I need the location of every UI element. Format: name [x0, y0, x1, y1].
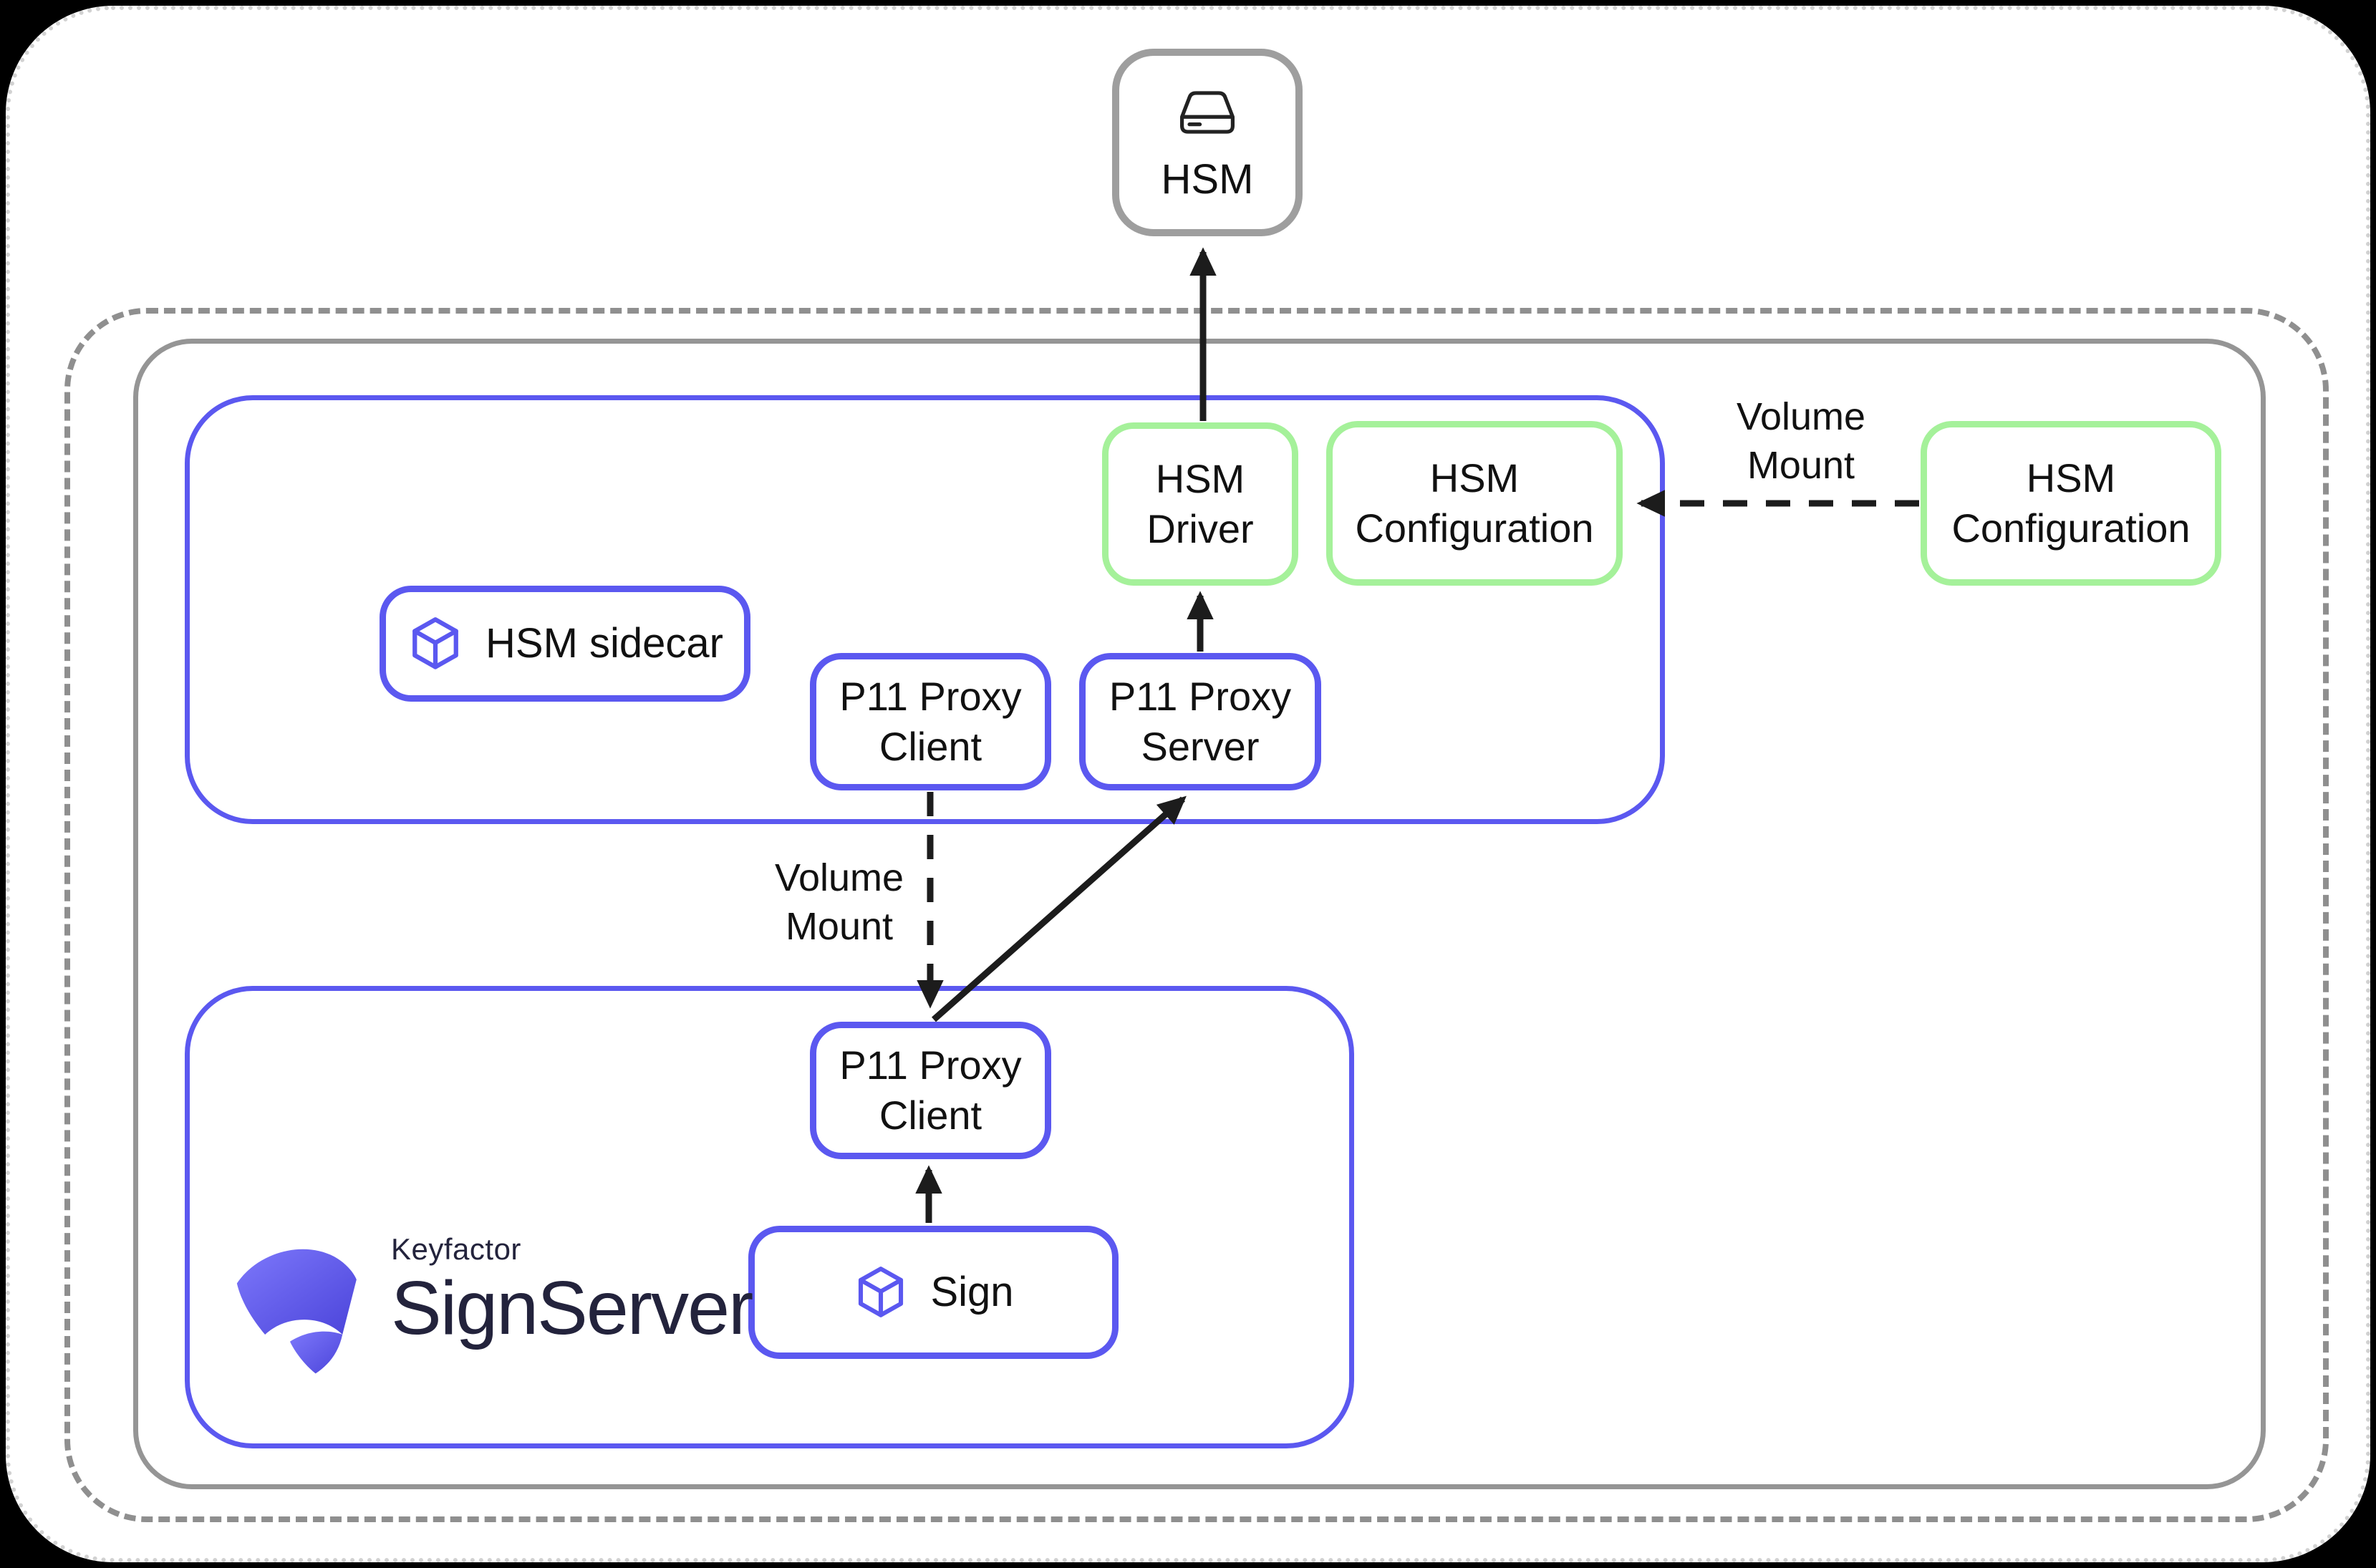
- volume-mount-label-client: Volume Mount: [774, 856, 904, 948]
- hsm-sidecar-label: HSM sidecar: [486, 620, 723, 667]
- hsm-node: HSM: [1112, 49, 1303, 236]
- p11-proxy-client-label: P11 Proxy Client: [839, 674, 1022, 769]
- hsm-configuration-label: HSM Configuration: [1355, 455, 1594, 551]
- hsm-node-label: HSM: [1161, 155, 1254, 203]
- logo-product: SignServer: [391, 1266, 753, 1350]
- keyfactor-logo-mark: [236, 1249, 357, 1374]
- hsm-sidecar-pod-container: [185, 395, 1665, 824]
- p11-proxy-server-box: P11 Proxy Server: [1079, 653, 1321, 790]
- cube-icon: [412, 617, 458, 669]
- hsm-configuration-box: HSM Configuration: [1326, 421, 1623, 586]
- hsm-configuration-external-box: HSM Configuration: [1921, 421, 2221, 586]
- p11-proxy-server-label: P11 Proxy Server: [1109, 674, 1292, 769]
- volume-mount-label-config: Volume Mount: [1736, 395, 1866, 487]
- keyfactor-signserver-logo: Keyfactor SignServer: [231, 1229, 753, 1376]
- hsm-sidecar-title-box: HSM sidecar: [380, 586, 750, 702]
- p11-proxy-client-label: P11 Proxy Client: [839, 1042, 1022, 1138]
- p11-proxy-client-box-signserver: P11 Proxy Client: [810, 1022, 1051, 1159]
- logo-company: Keyfactor: [391, 1232, 521, 1266]
- hsm-driver-box: HSM Driver: [1102, 422, 1298, 586]
- signserver-pod-container: [185, 986, 1354, 1448]
- hsm-configuration-external-label: HSM Configuration: [1951, 455, 2191, 551]
- hard-drive-icon: [1179, 90, 1235, 134]
- cluster-solid-boundary: [133, 339, 2266, 1489]
- p11-proxy-client-box-sidecar: P11 Proxy Client: [810, 653, 1051, 790]
- cube-icon: [859, 1267, 904, 1317]
- cluster-dashed-boundary: [64, 308, 2329, 1522]
- sign-box: Sign: [748, 1226, 1119, 1359]
- sign-label: Sign: [930, 1269, 1014, 1315]
- hsm-driver-label: HSM Driver: [1146, 456, 1254, 551]
- logo-text: Keyfactor SignServer: [391, 1229, 753, 1351]
